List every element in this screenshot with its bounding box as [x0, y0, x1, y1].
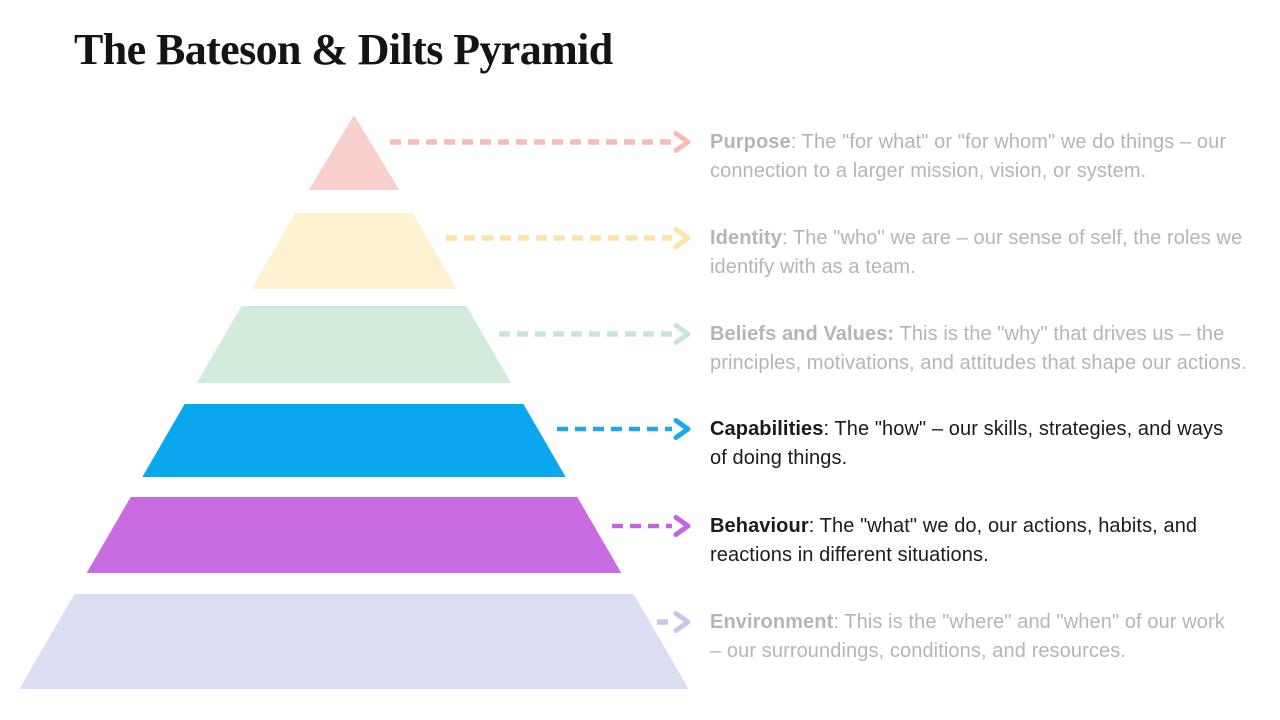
- level-term-behaviour: Behaviour: [710, 515, 809, 537]
- arrow-head-behaviour: [673, 515, 691, 537]
- level-description-environment: Environment: This is the "where" and "wh…: [710, 608, 1225, 666]
- pyramid-level-beliefs-and-values: [196, 306, 512, 383]
- level-text-line2: reactions in different situations.: [710, 544, 989, 566]
- level-text-line2: connection to a larger mission, vision, …: [710, 160, 1147, 182]
- level-text-line2: identify with as a team.: [710, 256, 916, 278]
- level-description-identity: Identity: The "who" we are – our sense o…: [710, 224, 1242, 282]
- level-description-beliefs-and-values: Beliefs and Values: This is the "why" th…: [710, 320, 1247, 378]
- pyramid-level-identity: [251, 213, 457, 289]
- level-description-purpose: Purpose: The "for what" or "for whom" we…: [710, 128, 1226, 186]
- pyramid-level-behaviour: [86, 497, 622, 573]
- level-term-purpose: Purpose: [710, 131, 791, 153]
- level-text-line2: principles, motivations, and attitudes t…: [710, 352, 1247, 374]
- arrow-head-purpose: [673, 131, 691, 153]
- level-text-line1: : The "how" – our skills, strategies, an…: [823, 418, 1224, 440]
- page-title: The Bateson & Dilts Pyramid: [74, 25, 613, 74]
- level-term-capabilities: Capabilities: [710, 418, 824, 440]
- level-term-identity: Identity: [710, 227, 782, 249]
- level-description-capabilities: Capabilities: The "how" – our skills, st…: [710, 415, 1223, 473]
- level-text-line2: – our surroundings, conditions, and reso…: [710, 640, 1126, 662]
- level-text-line1: : The "for what" or "for whom" we do thi…: [790, 131, 1227, 153]
- level-text-line2: of doing things.: [710, 447, 848, 469]
- level-description-behaviour: Behaviour: The "what" we do, our actions…: [710, 512, 1197, 570]
- level-text-line1: : The "who" we are – our sense of self, …: [781, 227, 1243, 249]
- level-term-beliefs-and-values: Beliefs and Values:: [710, 323, 895, 345]
- pyramid-level-purpose: [308, 115, 400, 190]
- pyramid-level-capabilities: [142, 404, 566, 477]
- pyramid-level-environment: [19, 594, 689, 689]
- level-term-environment: Environment: [710, 611, 834, 633]
- arrow-head-capabilities: [673, 418, 691, 440]
- arrow-head-identity: [673, 227, 691, 249]
- arrow-head-beliefs-and-values: [673, 323, 691, 345]
- level-text-line1: : The "what" we do, our actions, habits,…: [808, 515, 1198, 537]
- arrow-head-environment: [673, 611, 691, 633]
- level-text-line1: This is the "why" that drives us – the: [894, 323, 1225, 345]
- level-text-line1: : This is the "where" and "when" of our …: [833, 611, 1225, 633]
